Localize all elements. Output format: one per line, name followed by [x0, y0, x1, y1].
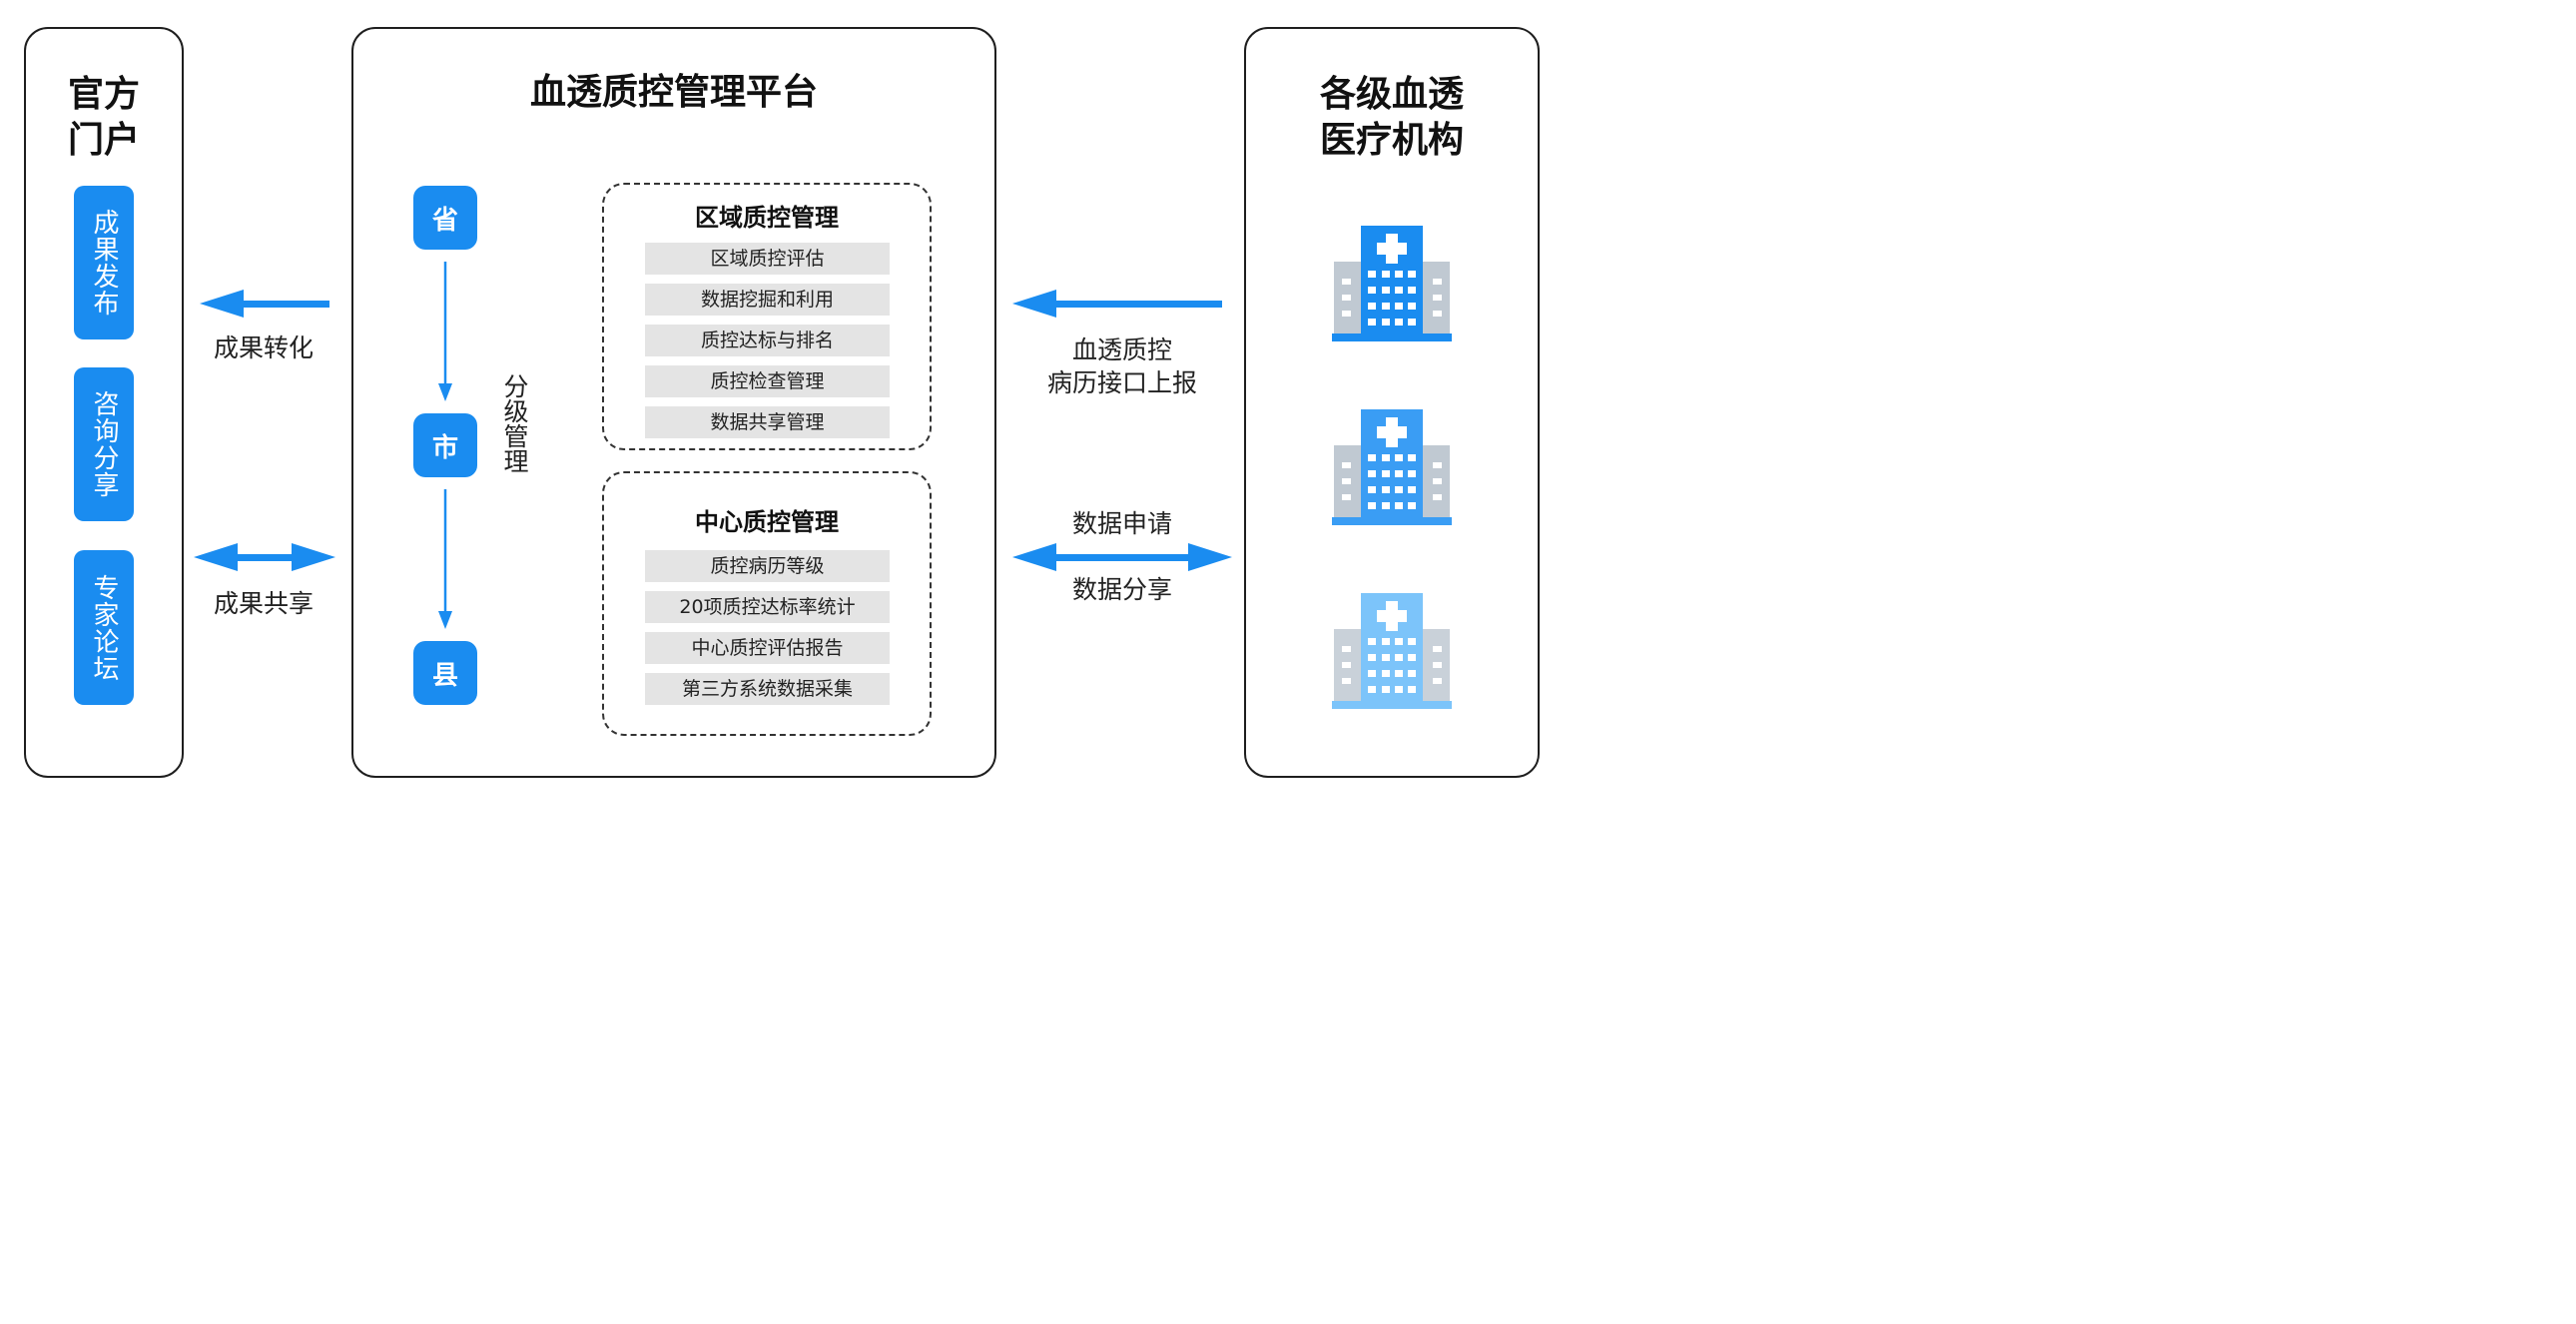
center-qc-group: 中心质控管理	[602, 471, 932, 736]
hospital-icon	[1332, 409, 1452, 525]
consult-share-button[interactable]: 咨询分享	[74, 367, 134, 521]
official-portal-title: 官方门户	[67, 74, 140, 161]
hospital-icon	[1332, 593, 1452, 709]
regional-qc-item[interactable]: 质控检查管理	[645, 365, 890, 397]
connector-arrows	[194, 262, 1232, 629]
province-to-city-arrow	[438, 262, 452, 401]
regional-qc-item[interactable]: 区域质控评估	[645, 243, 890, 275]
hospital-icon	[1332, 226, 1452, 341]
data-exchange-arrow	[1012, 543, 1232, 571]
data-share-label: 数据分享	[1071, 575, 1172, 604]
center-qc-item[interactable]: 20项质控达标率统计	[645, 591, 890, 623]
tiered-management-label: 分级管理	[500, 373, 529, 473]
results-share-label: 成果共享	[213, 589, 314, 618]
center-qc-item[interactable]: 中心质控评估报告	[645, 632, 890, 664]
regional-qc-item[interactable]: 质控达标与排名	[645, 325, 890, 356]
record-report-label-1: 血透质控	[1071, 335, 1172, 364]
data-apply-label: 数据申请	[1071, 509, 1172, 538]
regional-qc-item[interactable]: 数据共享管理	[645, 406, 890, 438]
institutions-title: 各级血透医疗机构	[1319, 74, 1464, 161]
record-report-label-2: 病历接口上报	[1046, 368, 1197, 397]
expert-forum-button[interactable]: 专家论坛	[74, 550, 134, 705]
regional-qc-group: 区域质控管理	[602, 183, 932, 450]
province-level-button[interactable]: 省	[413, 186, 477, 250]
platform-title: 血透质控管理平台	[529, 72, 818, 113]
publish-results-button[interactable]: 成果发布	[74, 186, 134, 339]
city-level-button[interactable]: 市	[413, 413, 477, 477]
center-qc-title: 中心质控管理	[695, 508, 839, 536]
results-transform-arrow	[200, 290, 329, 318]
regional-qc-item[interactable]: 数据挖掘和利用	[645, 284, 890, 316]
record-report-arrow	[1012, 290, 1222, 318]
center-qc-item[interactable]: 第三方系统数据采集	[645, 673, 890, 705]
city-to-county-arrow	[438, 489, 452, 629]
results-share-arrow	[194, 543, 335, 571]
center-qc-item[interactable]: 质控病历等级	[645, 550, 890, 582]
regional-qc-title: 区域质控管理	[695, 204, 839, 232]
results-transform-label: 成果转化	[213, 333, 314, 362]
county-level-button[interactable]: 县	[413, 641, 477, 705]
